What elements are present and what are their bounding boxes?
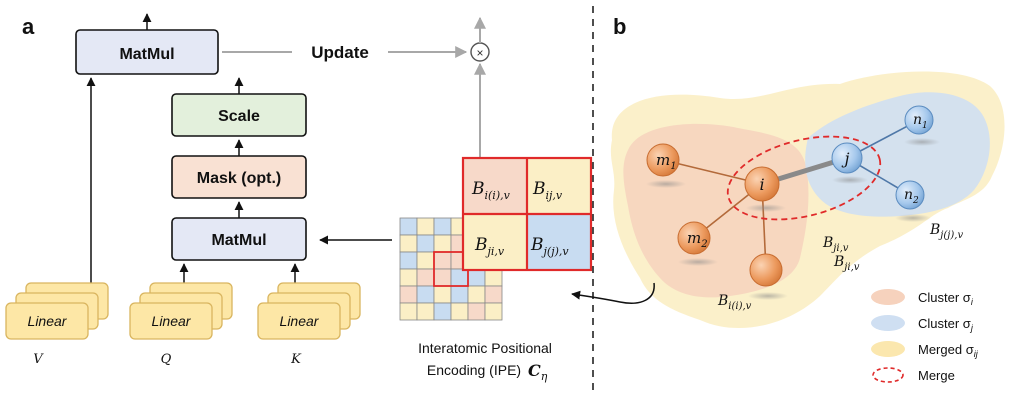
ipe-grid-cell <box>416 234 435 253</box>
ipe-grid-cell <box>467 302 486 321</box>
node-unlabeled <box>749 253 783 287</box>
b-jj-label: Bj(j),v <box>929 222 963 241</box>
ipe-grid-cell <box>433 285 452 304</box>
ipe-grid-cell <box>484 302 503 321</box>
node-m2 <box>677 221 711 255</box>
ipe-caption-line2: Encoding (IPE) <box>427 362 521 378</box>
ipe-grid-cell <box>450 268 469 287</box>
var-k: K <box>290 352 302 367</box>
node-m2-label: m2 <box>687 229 708 250</box>
ipe-grid-cell <box>399 217 418 236</box>
block-tr-label: Bij,v <box>532 179 563 202</box>
ipe-grid-cell <box>433 302 452 321</box>
legend-swatch-cluster-j <box>871 315 905 331</box>
legend-swatch-merged <box>871 341 905 357</box>
linear-stack-q: Linear <box>129 282 233 340</box>
link-arrow-to-ipe <box>571 282 655 304</box>
legend-swatch-cluster-i <box>871 289 905 305</box>
block-bl-label: Bji,v <box>474 235 505 258</box>
block-tl <box>463 158 527 214</box>
ipe-grid-cell <box>399 251 418 270</box>
node-m1-label: m1 <box>656 151 677 172</box>
node-n2 <box>895 180 925 210</box>
node-n1 <box>904 105 934 135</box>
ipe-grid-cell <box>399 285 418 304</box>
ipe-caption-line1: Interatomic Positional <box>418 340 552 356</box>
legend-cluster-i: Cluster σi <box>918 290 974 307</box>
ipe-grid-cell <box>399 302 418 321</box>
panel-b-label: b <box>613 14 626 39</box>
block-tl-label: Bi(i),v <box>471 179 511 202</box>
node-j <box>831 142 863 174</box>
node-n2-label: n2 <box>904 187 919 206</box>
ipe-grid-cell <box>399 234 418 253</box>
ipe-grid-cell <box>433 268 452 287</box>
ipe-grid-cell <box>416 285 435 304</box>
ipe-grid-cell <box>450 302 469 321</box>
ipe-grid-cell <box>433 234 452 253</box>
node-i <box>744 166 780 202</box>
var-v: V <box>33 352 44 367</box>
block-bl <box>463 214 527 270</box>
ipe-grid-cell <box>416 217 435 236</box>
mask-label: Mask (opt.) <box>197 170 281 187</box>
legend: Cluster σi Cluster σj Merged σij Merge <box>871 289 979 383</box>
node-j-label: j <box>842 149 850 168</box>
ipe-grid-cell <box>467 268 486 287</box>
b-ii-label: Bi(i),v <box>717 293 752 312</box>
ipe-grid-cell <box>433 251 452 270</box>
ipe-symbol: Cη <box>528 361 548 383</box>
node-m1 <box>646 143 680 177</box>
panel-a: a MatMul Update × Scale Mask (opt.) MatM… <box>5 13 593 383</box>
block-tr <box>527 158 591 214</box>
var-q: Q <box>161 352 172 367</box>
ipe-zoom-block: Bi(i),v Bij,v Bji,v Bj(j),v <box>461 156 593 272</box>
ipe-grid-cell <box>450 285 469 304</box>
legend-cluster-j: Cluster σj <box>918 316 974 333</box>
b-ji-label-2: Bji,v <box>833 254 860 273</box>
ipe-grid-cell <box>416 251 435 270</box>
b-ji-label-1: Bji,v <box>822 235 849 254</box>
panel-a-label: a <box>22 14 35 39</box>
matmul-top-label: MatMul <box>119 46 174 63</box>
merge-ellipse <box>726 135 882 221</box>
node-i-label: i <box>759 175 764 194</box>
linear-stack-k: Linear <box>257 282 361 340</box>
legend-merge: Merge <box>918 368 955 383</box>
linear-k-label: Linear <box>280 313 320 329</box>
legend-merged: Merged σij <box>918 342 979 359</box>
block-br-label: Bj(j),v <box>530 235 569 258</box>
scale-label: Scale <box>218 108 260 125</box>
panel-b: b m1 m2 i j n1 n2 <box>571 14 1005 383</box>
matmul-bottom-label: MatMul <box>211 232 266 249</box>
block-br <box>527 214 591 270</box>
node-n1-label: n1 <box>913 112 928 131</box>
cluster-j-region <box>805 92 990 217</box>
ipe-grid-cell <box>416 268 435 287</box>
linear-q-label: Linear <box>152 313 192 329</box>
otimes-symbol: × <box>476 46 483 60</box>
ipe-grid-cell <box>399 268 418 287</box>
ipe-grid-cell <box>433 217 452 236</box>
ipe-grid-cell <box>484 268 503 287</box>
linear-stack-v: Linear <box>5 282 109 340</box>
legend-swatch-merge <box>872 367 904 383</box>
ipe-grid-cell <box>467 285 486 304</box>
linear-v-label: Linear <box>28 313 68 329</box>
ipe-grid-cell <box>416 302 435 321</box>
update-label: Update <box>311 43 369 62</box>
ipe-grid-cell <box>484 285 503 304</box>
